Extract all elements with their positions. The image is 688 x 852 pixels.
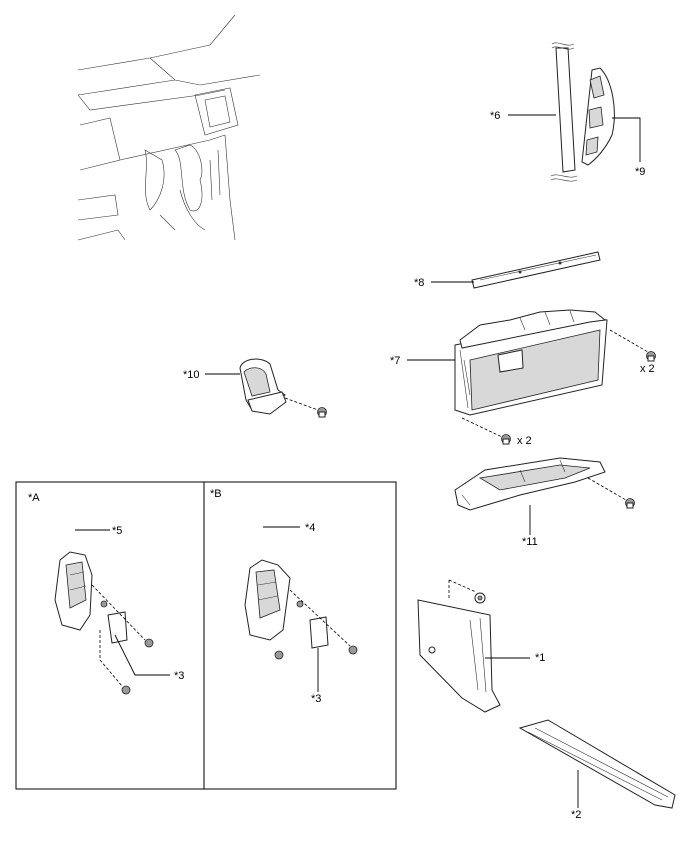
label-part-5: *5 (112, 525, 122, 537)
screw-icon (646, 351, 656, 362)
label-part-3-a: *3 (174, 670, 184, 682)
screw-icon (474, 592, 486, 604)
label-part-11: *11 (522, 536, 538, 548)
screw-icon (317, 407, 327, 418)
dashboard-overview-illustration (77, 14, 261, 241)
screw-icon (625, 498, 635, 509)
label-part-8: *8 (414, 277, 424, 289)
label-box-b: *B (210, 488, 222, 500)
label-part-4: *4 (305, 522, 315, 534)
part-11-lower-panel (454, 457, 606, 511)
part-10-bracket (239, 358, 287, 415)
label-box-a: *A (28, 492, 40, 504)
variant-box-frame (15, 481, 397, 790)
screw-icon (501, 434, 511, 445)
variant-b-illustration (244, 526, 358, 692)
label-part-3-b: *3 (311, 693, 321, 705)
label-part-6: *6 (490, 110, 500, 122)
part-6-pillar-strip (550, 42, 578, 182)
label-qty-glovebox-bottom: x 2 (517, 435, 532, 447)
label-part-10: *10 (183, 369, 200, 381)
screws (317, 351, 656, 604)
label-qty-glovebox-right: x 2 (640, 363, 655, 375)
label-part-9: *9 (635, 166, 645, 178)
variant-a-illustration (54, 529, 170, 695)
label-part-2: *2 (571, 809, 581, 821)
part-1-side-cover (417, 599, 501, 713)
part-7-glovebox (454, 309, 608, 416)
part-9-garnish (581, 67, 615, 166)
part-2-sill-plate (518, 719, 676, 809)
part-8-trim-strip (471, 251, 601, 289)
label-part-7: *7 (390, 355, 400, 367)
label-part-1: *1 (535, 652, 545, 664)
